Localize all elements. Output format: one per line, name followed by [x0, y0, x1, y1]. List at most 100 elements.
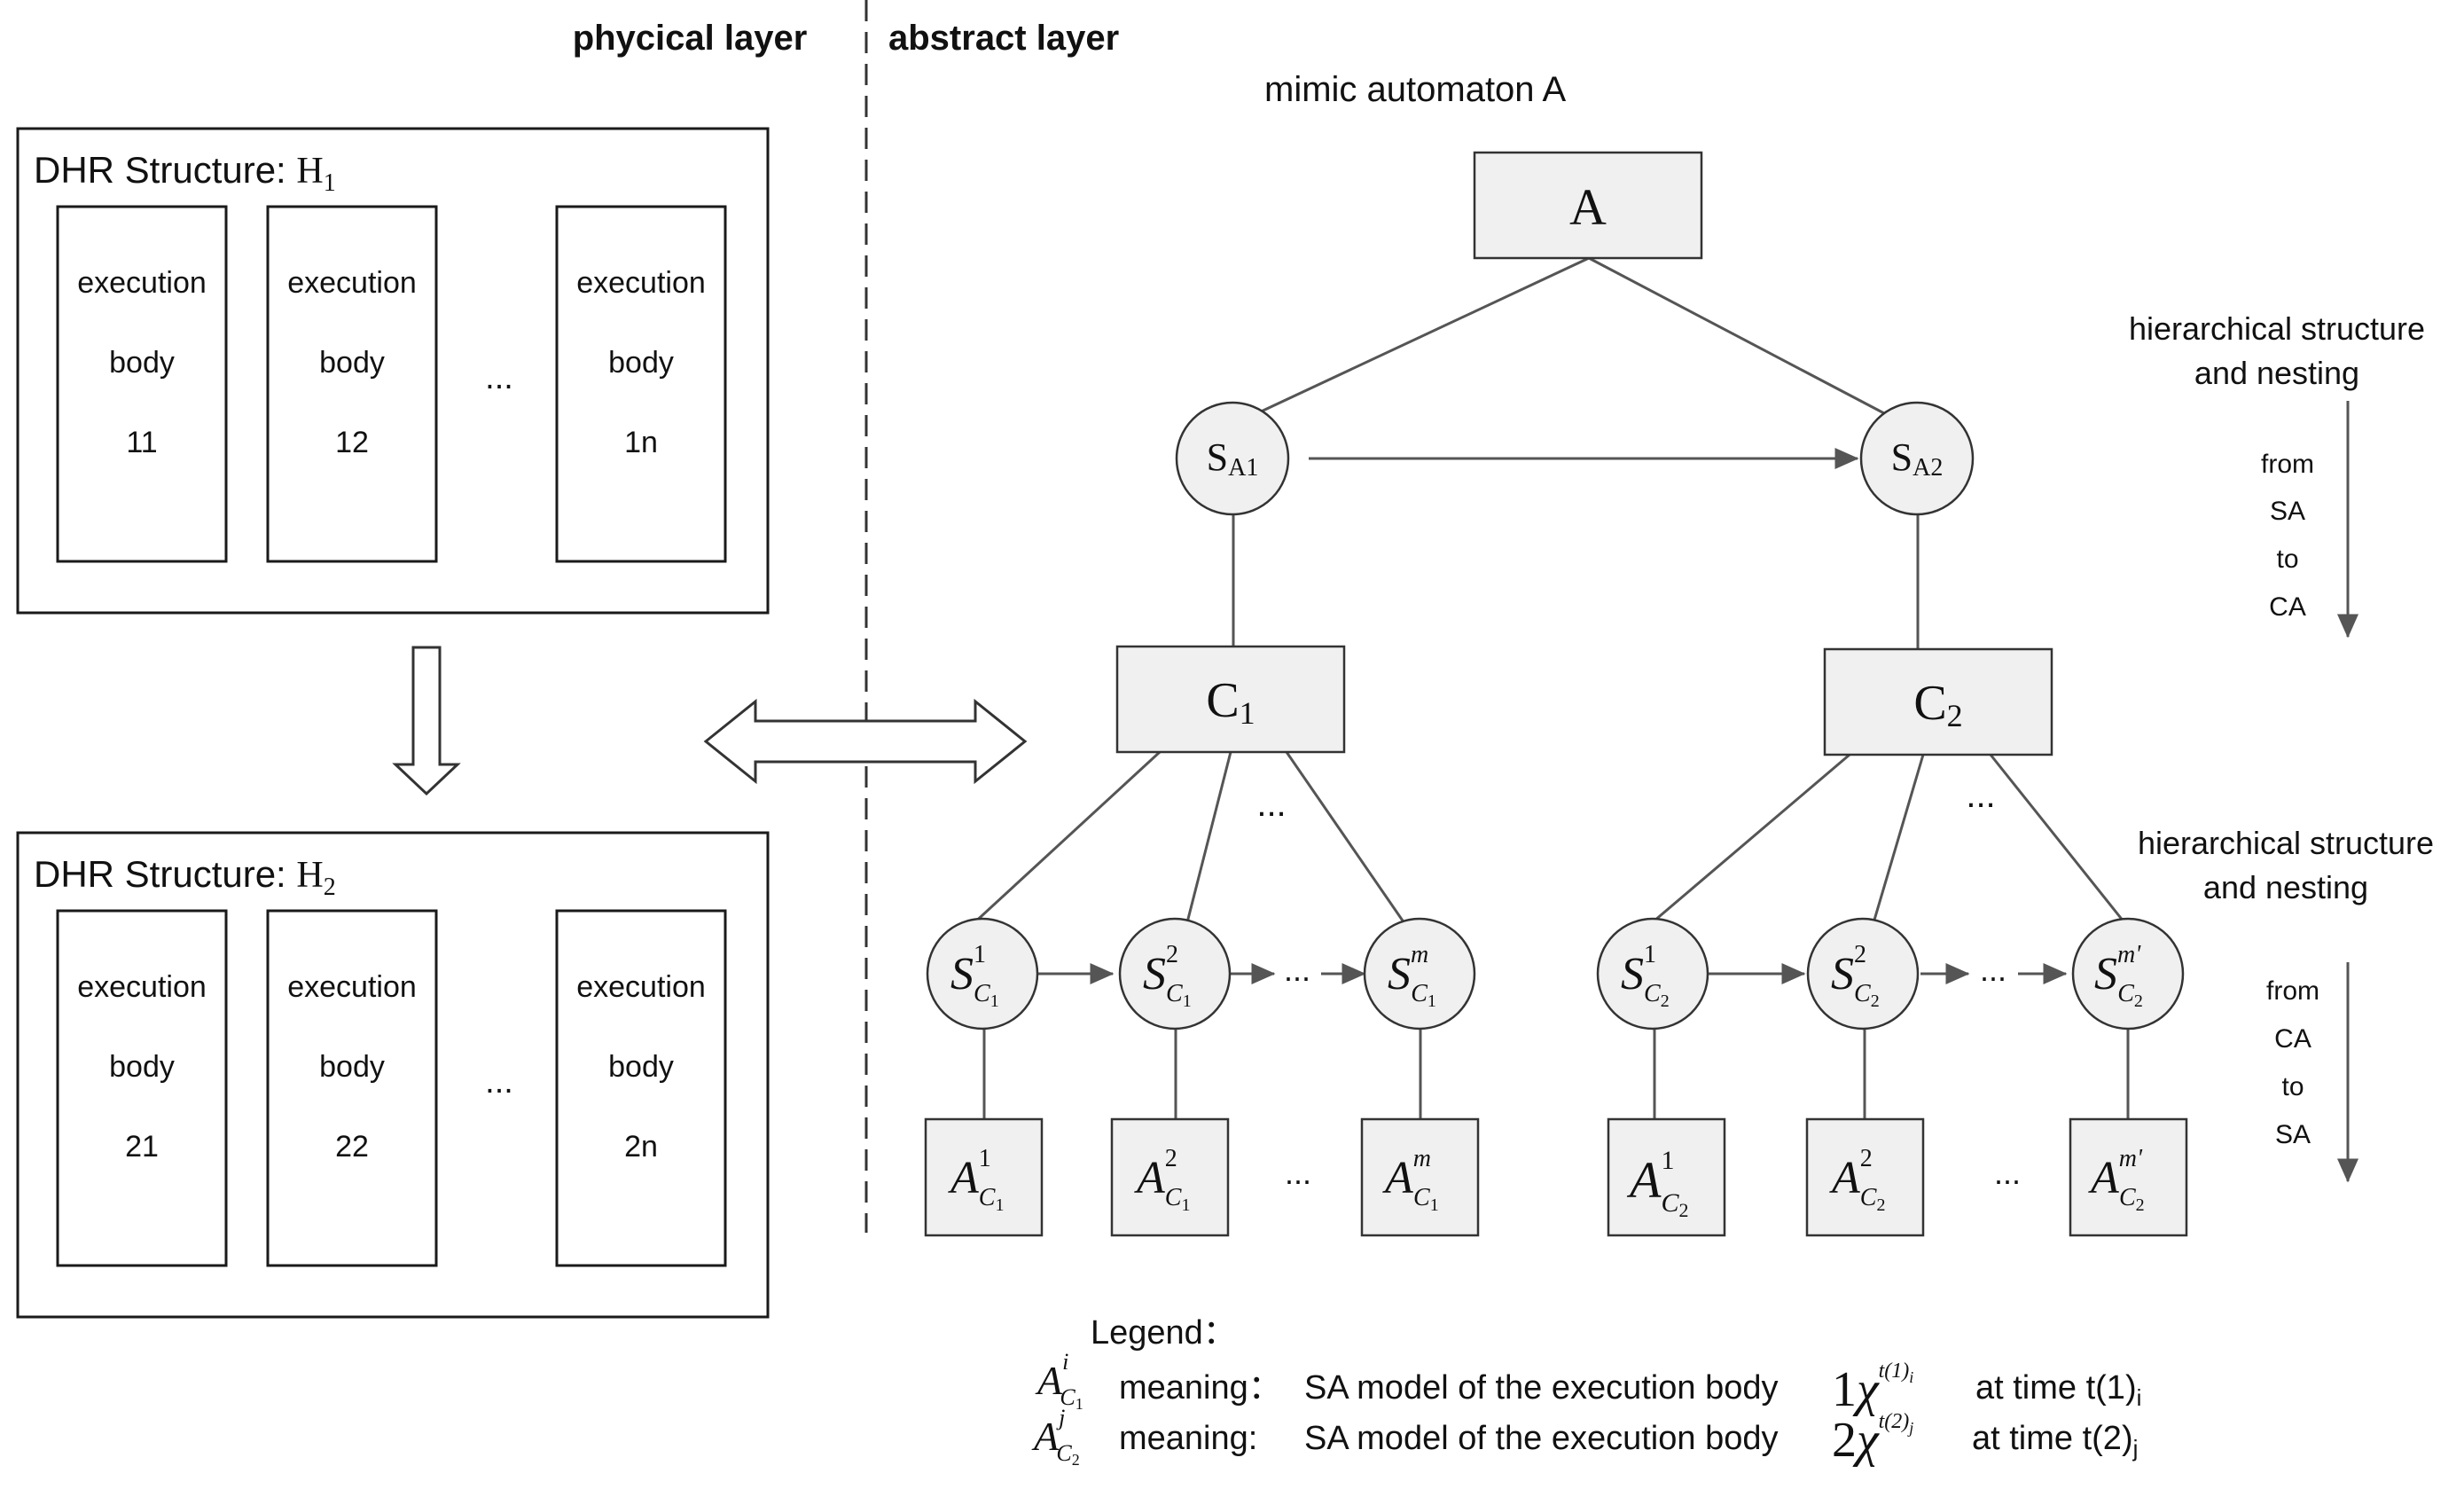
- side-note-sa-to-ca: hierarchical structure and nesting from …: [2129, 310, 2425, 639]
- dhr-structure-2-title: DHR Structure: H2: [34, 853, 336, 901]
- execution-body-21-line1: execution: [77, 970, 207, 1004]
- side-note-ca-to-sa: hierarchical structure and nesting from …: [2138, 825, 2434, 1183]
- automaton-a1-c2: [1607, 1117, 1726, 1237]
- c2-children-ellipsis: ...: [1966, 776, 1995, 815]
- execution-body-ellipsis-1: ...: [485, 359, 513, 396]
- physical-layer-heading: phycical layer: [573, 19, 808, 58]
- execution-body-21-line2: body: [109, 1050, 175, 1084]
- edge-c2-s1: [1647, 753, 1850, 928]
- execution-body-11-line2: body: [109, 346, 175, 380]
- c1-states-ellipsis: ...: [1284, 952, 1310, 988]
- execution-body-21-line3: 21: [125, 1130, 159, 1164]
- state-sm-c2-label: Sm'C2: [2094, 941, 2143, 1011]
- c1-automata-ellipsis: ...: [1285, 1155, 1311, 1191]
- edge-a-sa1: [1256, 256, 1590, 415]
- execution-body-12-line3: 12: [335, 426, 369, 459]
- execution-body-1n-line2: body: [608, 346, 674, 380]
- legend-row-2-time: at time t(2)j: [1972, 1420, 2138, 1462]
- mimic-automaton-title: mimic automaton A: [1264, 70, 1566, 109]
- automaton-a2-c1: [1110, 1117, 1230, 1237]
- side-note-2-line2: and nesting: [2203, 869, 2368, 905]
- composite-node-c2-label: C2: [1913, 676, 1962, 733]
- state-sa1: [1175, 401, 1290, 516]
- execution-body-11: [56, 205, 228, 563]
- legend-title: Legend：: [1091, 1314, 1237, 1352]
- edge-c2-s2: [1871, 754, 1925, 927]
- execution-body-22-line1: execution: [287, 970, 417, 1004]
- abstract-layer-heading: abstract layer: [888, 19, 1119, 58]
- side-note-1-line2: and nesting: [2194, 355, 2359, 391]
- state-sa1-label: SA1: [1207, 435, 1259, 482]
- side-note-2-word3: to: [2281, 1072, 2304, 1101]
- composite-node-c1-label: C1: [1206, 673, 1255, 731]
- execution-body-1n-line3: 1n: [624, 426, 658, 459]
- state-sa2: [1859, 401, 1975, 516]
- edge-c1-s2: [1185, 751, 1232, 927]
- execution-body-2n-line2: body: [608, 1050, 674, 1084]
- side-note-1-word2: SA: [2270, 497, 2305, 526]
- root-node-a: [1473, 151, 1703, 260]
- execution-body-2n: [555, 909, 727, 1267]
- legend-row-1-variable: 1χt(1)i: [1832, 1360, 1913, 1417]
- automaton-am-c2-label: Am'C2: [2088, 1145, 2145, 1215]
- c1-children-ellipsis: ...: [1256, 785, 1286, 824]
- dhr-structure-2: DHR Structure: H2 execution body 21 exec…: [16, 831, 770, 1319]
- automaton-am-c2: [2069, 1117, 2188, 1237]
- edge-c2-sm: [1989, 754, 2129, 927]
- side-note-1-word4: CA: [2269, 592, 2306, 622]
- edge-a-sa2: [1588, 256, 1885, 415]
- legend-row-1-meaning-label: meaning：: [1119, 1369, 1282, 1407]
- state-sm-c2: [2071, 917, 2185, 1031]
- c2-states-ellipsis: ...: [1980, 952, 2006, 988]
- automaton-a1-c1: [924, 1117, 1044, 1237]
- execution-body-2n-line1: execution: [576, 970, 706, 1004]
- execution-body-1n: [555, 205, 727, 563]
- automaton-a2-c2: [1805, 1117, 1925, 1237]
- bidirectional-mapping-arrow: [703, 698, 1028, 785]
- automaton-am-c1: [1360, 1117, 1480, 1237]
- edge-c1-sm: [1285, 751, 1408, 927]
- c2-automata-ellipsis: ...: [1994, 1155, 2021, 1191]
- dhr-structure-1-title: DHR Structure: H1: [34, 149, 336, 197]
- execution-body-11-line1: execution: [77, 266, 207, 300]
- legend-row-2-meaning-label: meaning:: [1119, 1420, 1257, 1457]
- state-sa2-label: SA2: [1891, 435, 1944, 482]
- state-s2-c1: [1118, 917, 1232, 1031]
- legend-row-1-time: at time t(1)i: [1975, 1369, 2141, 1411]
- legend-row-2-description: SA model of the execution body: [1304, 1420, 1778, 1457]
- side-note-2-line1: hierarchical structure: [2138, 825, 2434, 861]
- side-note-1-word3: to: [2276, 545, 2298, 574]
- edge-c1-s1: [969, 750, 1162, 928]
- state-sm-c1: [1363, 917, 1476, 1031]
- state-s1-c1: [926, 917, 1039, 1031]
- side-note-1-line1: hierarchical structure: [2129, 310, 2425, 347]
- side-note-2-word4: SA: [2275, 1120, 2311, 1149]
- execution-body-22-line2: body: [319, 1050, 385, 1084]
- composite-node-c2: [1823, 647, 2053, 756]
- dhr-structure-1: DHR Structure: H1 execution body 11 exec…: [16, 127, 770, 615]
- root-node-a-label: A: [1569, 178, 1607, 236]
- execution-body-12-line1: execution: [287, 266, 417, 300]
- execution-body-12-line2: body: [319, 346, 385, 380]
- legend-row-1-description: SA model of the execution body: [1304, 1369, 1778, 1407]
- side-note-1-word1: from: [2261, 450, 2314, 479]
- down-hollow-arrow: [392, 646, 461, 796]
- execution-body-ellipsis-2: ...: [485, 1063, 513, 1101]
- execution-body-22-line3: 22: [335, 1130, 369, 1164]
- tree-connectors: [969, 256, 2130, 1119]
- composite-node-c1: [1115, 645, 1346, 754]
